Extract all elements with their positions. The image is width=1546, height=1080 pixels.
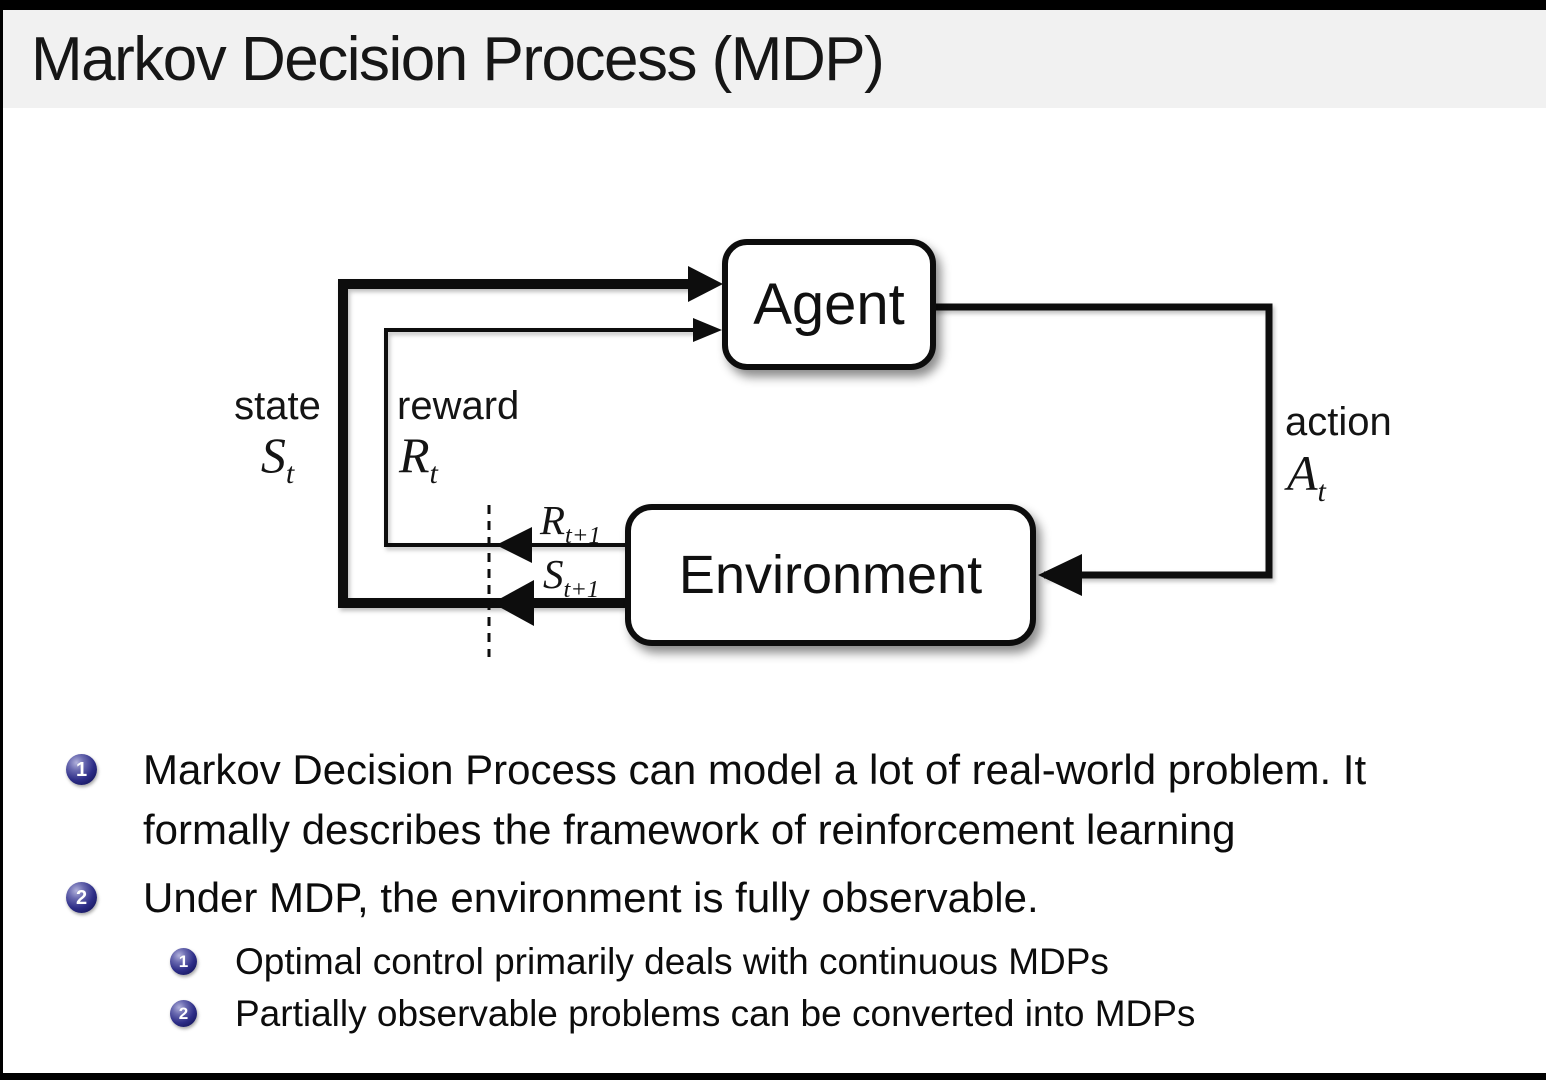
next-state-symbol: St+1 xyxy=(543,551,600,604)
action-arrowhead-into-environment xyxy=(1038,554,1082,596)
bullet-text: Under MDP, the environment is fully obse… xyxy=(143,874,1039,921)
bullet-list: 1 Markov Decision Process can model a lot… xyxy=(66,740,1526,1040)
state-symbol: St xyxy=(260,427,295,490)
state-loop-line xyxy=(338,279,700,608)
reward-arrowhead-into-agent xyxy=(693,318,722,342)
environment-box-label: Environment xyxy=(678,545,983,605)
environment-box xyxy=(625,504,1036,646)
bullet-text: Optimal control primarily deals with con… xyxy=(235,941,1109,982)
slide-title-bar: Markov Decision Process (MDP) xyxy=(3,10,1546,108)
enumeration-ball: 2 xyxy=(66,882,97,913)
enumeration-ball: 1 xyxy=(170,948,197,975)
state-caption: state xyxy=(234,384,321,428)
next-state-arrowhead xyxy=(492,580,534,626)
bullet-text: Markov Decision Process can model a lot … xyxy=(143,746,1367,853)
action-loop-line xyxy=(933,303,1273,579)
top-border xyxy=(0,0,1546,10)
action-caption: action xyxy=(1285,400,1392,444)
sub-bullet-item: 2 Partially observable problems can be co… xyxy=(170,988,1526,1040)
state-arrowhead-into-agent xyxy=(688,266,723,302)
agent-box xyxy=(722,239,936,370)
reward-caption: reward xyxy=(397,384,520,428)
action-symbol: At xyxy=(1287,445,1326,508)
reward-symbol: Rt xyxy=(399,427,438,490)
bullet-text: Partially observable problems can be con… xyxy=(235,993,1196,1034)
enumeration-ball: 2 xyxy=(170,1000,197,1027)
page-title: Markov Decision Process (MDP) xyxy=(31,24,885,94)
next-reward-symbol: Rt+1 xyxy=(540,497,601,550)
next-reward-arrowhead xyxy=(496,527,532,563)
bullet-item: 1 Markov Decision Process can model a lot… xyxy=(66,740,1526,860)
left-border xyxy=(0,0,3,1080)
bullet-item: 2 Under MDP, the environment is fully obs… xyxy=(66,868,1526,928)
sub-bullet-item: 1 Optimal control primarily deals with co… xyxy=(170,936,1526,988)
enumeration-ball: 1 xyxy=(66,754,97,785)
bottom-border xyxy=(0,1073,1546,1080)
agent-box-label: Agent xyxy=(753,272,905,337)
